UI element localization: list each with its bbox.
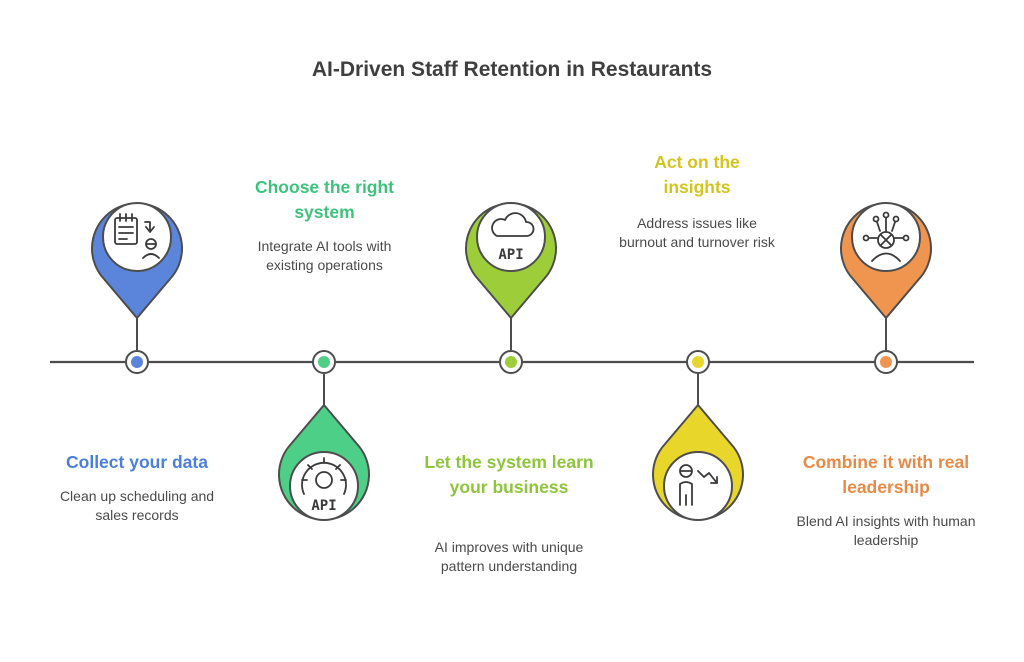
step-4-dot-inner	[692, 356, 704, 368]
turnover-risk-icon	[679, 464, 718, 506]
step-2-icon-disc	[289, 451, 359, 521]
step-2-marker: API	[278, 350, 370, 521]
step-5-dot-inner	[880, 356, 892, 368]
step-4-marker	[652, 350, 744, 521]
api-gear-icon: API	[301, 457, 347, 514]
step-2-dot-inner	[318, 356, 330, 368]
svg-text:API: API	[498, 247, 523, 263]
step-5-marker	[840, 202, 932, 374]
step-4-icon-disc	[663, 451, 733, 521]
step-1-description: Clean up scheduling and sales records	[59, 488, 215, 523]
step-2-title: Choose the right system	[254, 177, 395, 222]
step-1-marker	[91, 202, 183, 374]
step-3-description: AI improves with unique pattern understa…	[434, 539, 584, 574]
svg-text:API: API	[311, 498, 336, 514]
step-1-title: Collect your data	[66, 452, 208, 472]
page-title: AI-Driven Staff Retention in Restaurants	[311, 58, 713, 81]
step-4-title: Act on the insights	[654, 152, 740, 197]
step-3-marker: API	[465, 202, 557, 374]
step-1-dot-inner	[131, 356, 143, 368]
step-5-icon-disc	[851, 202, 921, 272]
cloud-api-icon: API	[491, 212, 535, 263]
step-5-title: Combine it with real leadership	[802, 452, 970, 497]
step-3-dot-inner	[505, 356, 517, 368]
schedule-records-icon	[114, 213, 160, 259]
step-2-description: Integrate AI tools with existing operati…	[257, 238, 392, 273]
step-3-title: Let the system learn your business	[424, 452, 594, 497]
step-4-description: Address issues like burnout and turnover…	[619, 215, 775, 250]
step-5-description: Blend AI insights with human leadership	[796, 513, 976, 548]
leader-network-icon	[862, 211, 910, 262]
step-3-icon-disc	[476, 202, 546, 272]
